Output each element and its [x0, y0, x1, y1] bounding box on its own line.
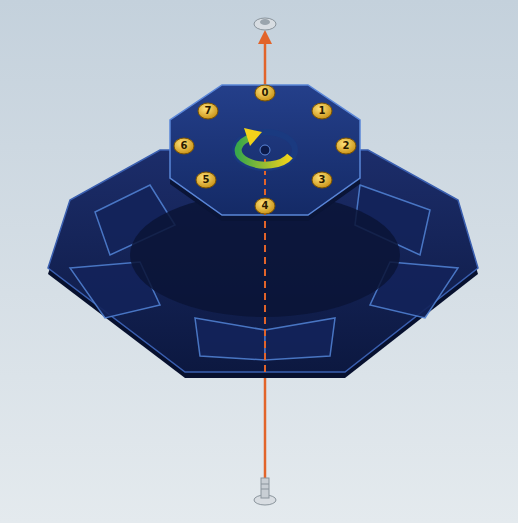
slot-number: 6	[181, 140, 188, 152]
slot-number: 7	[205, 105, 212, 117]
slot-number: 5	[203, 174, 210, 186]
slot-number: 0	[262, 87, 269, 99]
slot-number: 2	[343, 140, 350, 152]
slot-number: 1	[319, 105, 326, 117]
slot-number: 3	[319, 174, 326, 186]
slot-number: 4	[262, 200, 269, 212]
